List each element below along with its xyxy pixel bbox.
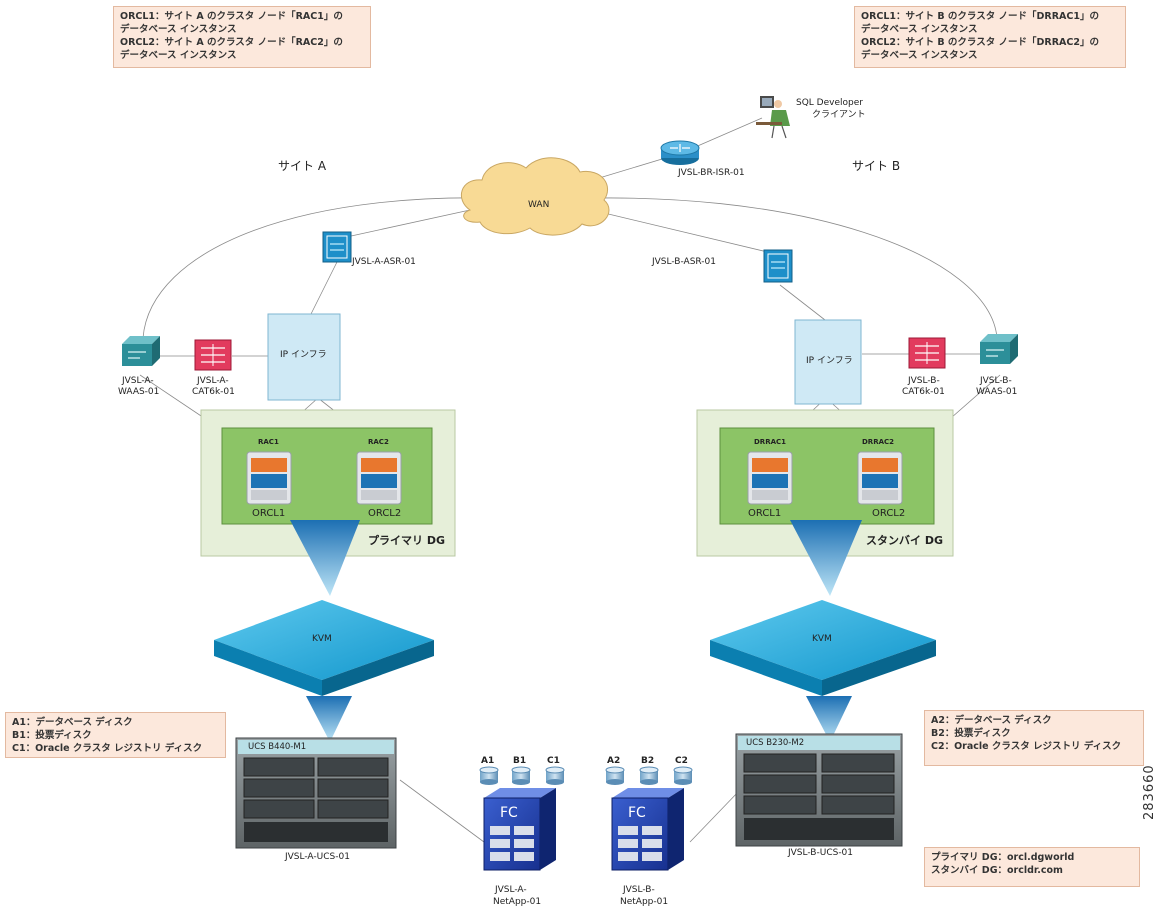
site-b-netapp-label-1: JVSL-B-	[623, 885, 655, 895]
branch-to-client-link	[692, 117, 763, 149]
site-a-title: サイト A	[278, 159, 327, 173]
server-node	[857, 451, 903, 505]
site-b-title: サイト B	[852, 159, 901, 173]
client-label-line1: SQL Developer	[796, 98, 863, 108]
site-a-disk-b: B1	[513, 756, 527, 766]
site-a-node-2-name: RAC2	[368, 438, 389, 446]
site-a-disk-a: A1	[481, 756, 495, 766]
router-icon	[322, 231, 352, 263]
disk-icon	[479, 766, 499, 785]
site-b-disk-a: A2	[607, 756, 621, 766]
wan-to-b-router-link	[599, 211, 781, 256]
server-node	[246, 451, 292, 505]
ucs-chassis	[735, 733, 903, 847]
disk-icon	[639, 766, 659, 785]
disk-icon	[673, 766, 693, 785]
netapp-storage-icon	[483, 788, 556, 871]
wan-cloud	[460, 157, 610, 236]
site-a-node-2-db: ORCL2	[368, 508, 402, 519]
b-ucs-netapp-link	[689, 789, 741, 843]
site-b-node-2-name: DRRAC2	[862, 438, 895, 446]
site-a-dg-label: プライマリ DG	[368, 534, 445, 547]
site-a-fc-label: FC	[500, 805, 518, 821]
disk-icon	[511, 766, 531, 785]
site-a-switch-label-1: JVSL-A-	[197, 376, 229, 386]
site-b-ucs-label: JVSL-B-UCS-01	[788, 848, 854, 858]
site-b-netapp-label-2: NetApp-01	[620, 897, 669, 907]
netapp-storage-icon	[611, 788, 684, 871]
figure-id: 283660	[1142, 764, 1157, 820]
site-b-switch-label-2: CAT6k-01	[902, 387, 945, 397]
waas-icon	[122, 336, 160, 366]
site-b-switch-label-1: JVSL-B-	[908, 376, 940, 386]
a-router-to-ip-link	[309, 261, 338, 317]
ucs-chassis	[235, 737, 397, 849]
site-a-waas-label-2: WAAS-01	[118, 387, 160, 397]
site-b-kvm-platform	[710, 600, 936, 696]
router-icon	[763, 249, 793, 283]
site-b-disk-note: A2：データベース ディスク B2：投票ディスク C2：Oracle クラスタ …	[924, 710, 1144, 766]
site-b-upper-funnel	[790, 520, 862, 596]
site-a-router-label: JVSL-A-ASR-01	[352, 257, 416, 267]
site-a-netapp-label-1: JVSL-A-	[495, 885, 527, 895]
site-a-node-1-name: RAC1	[258, 438, 279, 446]
site-a-waas-label-1: JVSL-A-	[122, 376, 154, 386]
dg-names-note: プライマリ DG：orcl.dgworld スタンバイ DG：orcldr.co…	[924, 847, 1140, 887]
site-b-dg-label: スタンバイ DG	[866, 534, 943, 547]
wan-to-a-router-link	[341, 209, 471, 239]
server-node	[747, 451, 793, 505]
site-b-node-1-db: ORCL1	[748, 508, 782, 519]
site-b-disk-b: B2	[641, 756, 655, 766]
disk-icon	[545, 766, 565, 785]
site-b-lower-funnel	[806, 696, 852, 742]
site-a-ip-infra-label: IP インフラ	[280, 350, 327, 360]
switch-icon	[194, 339, 232, 371]
workstation-icon	[756, 96, 790, 139]
site-b-instance-note: ORCL1：サイト B のクラスタ ノード「DRRAC1」の データベース イン…	[854, 6, 1126, 68]
site-a-upper-funnel	[290, 520, 360, 596]
site-a-netapp-label-2: NetApp-01	[493, 897, 542, 907]
disk-icons	[479, 766, 693, 785]
client-label-line2: クライアント	[812, 110, 866, 120]
site-a-disk-note: A1：データベース ディスク B1：投票ディスク C1：Oracle クラスタ …	[5, 712, 226, 758]
site-b-waas-label-1: JVSL-B-	[980, 376, 1012, 386]
site-b-chassis-title: UCS B230-M2	[746, 738, 805, 748]
site-b-node-2-db: ORCL2	[872, 508, 906, 519]
site-b-ip-infra-box	[794, 319, 862, 405]
site-b-fc-label: FC	[628, 805, 646, 821]
site-b-node-1-name: DRRAC1	[754, 438, 787, 446]
site-b-waas-label-2: WAAS-01	[976, 387, 1018, 397]
router-icon	[660, 140, 700, 165]
site-b-disk-c: C2	[675, 756, 688, 766]
site-a-kvm-label: KVM	[312, 634, 332, 644]
switch-icon	[908, 337, 946, 369]
site-b-kvm-label: KVM	[812, 634, 832, 644]
site-a-chassis-title: UCS B440-M1	[248, 742, 307, 752]
site-b-ip-infra-label: IP インフラ	[806, 356, 853, 366]
site-a-instance-note: ORCL1：サイト A のクラスタ ノード「RAC1」の データベース インスタ…	[113, 6, 371, 68]
site-a-ip-infra-box	[267, 313, 341, 401]
a-ucs-netapp-link	[399, 779, 485, 843]
waas-icon	[980, 334, 1018, 364]
site-a-node-1-db: ORCL1	[252, 508, 286, 519]
site-a-disk-c: C1	[547, 756, 560, 766]
site-a-kvm-platform	[214, 600, 434, 696]
wan-to-site-b-waas-link	[539, 197, 998, 339]
b-router-to-ip-link	[779, 284, 826, 321]
site-b-router-label: JVSL-B-ASR-01	[652, 257, 716, 267]
server-node	[356, 451, 402, 505]
site-a-ucs-label: JVSL-A-UCS-01	[285, 852, 350, 862]
wan-to-site-a-waas-link	[142, 197, 541, 339]
wan-label: WAN	[528, 200, 550, 210]
disk-icon	[605, 766, 625, 785]
site-a-switch-label-2: CAT6k-01	[192, 387, 235, 397]
branch-router-label: JVSL-BR-ISR-01	[678, 168, 745, 178]
site-a-lower-funnel	[306, 696, 352, 742]
